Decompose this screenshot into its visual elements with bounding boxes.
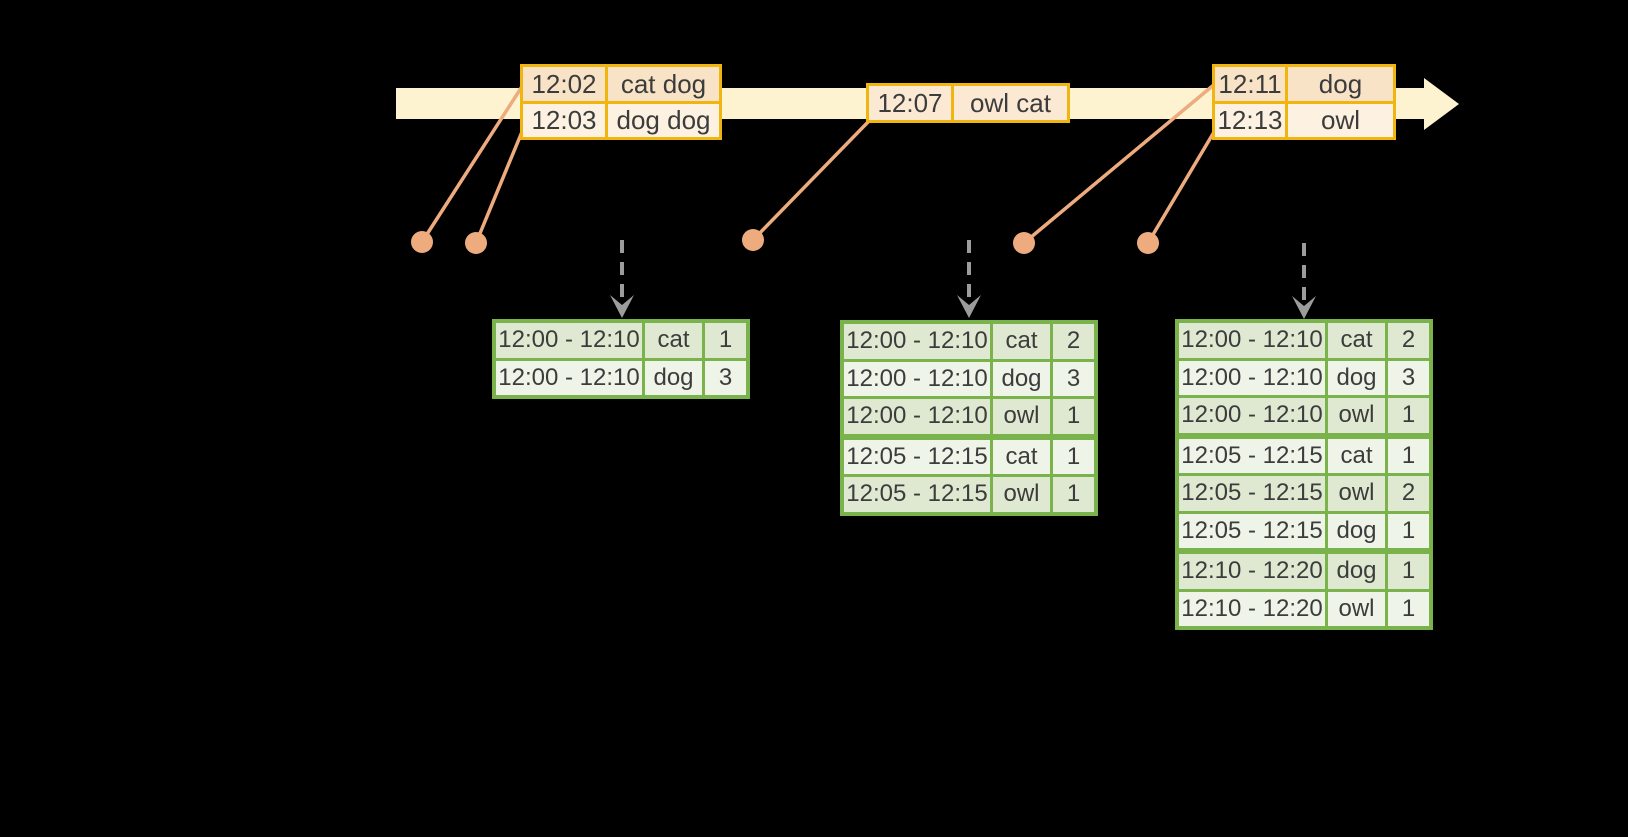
count-cell: 1 bbox=[705, 323, 746, 358]
word-cell: dog bbox=[1328, 513, 1385, 548]
word-cell: dog bbox=[1328, 554, 1385, 589]
count-cell: 1 bbox=[1388, 513, 1429, 548]
event-time-cell: 12:02 bbox=[523, 67, 605, 101]
count-cell: 1 bbox=[1388, 591, 1429, 626]
event-words-cell: owl cat bbox=[954, 86, 1067, 120]
event-words-cell: owl bbox=[1288, 103, 1393, 137]
event-connector-line bbox=[474, 126, 526, 244]
count-cell: 1 bbox=[1388, 398, 1429, 433]
event-dot-icon bbox=[411, 231, 433, 253]
event-words-cell: dog dog bbox=[608, 103, 719, 137]
event-connector-line bbox=[420, 84, 525, 243]
count-cell: 3 bbox=[1388, 360, 1429, 395]
count-cell: 2 bbox=[1388, 323, 1429, 358]
word-cell: cat bbox=[993, 439, 1050, 474]
word-cell: cat bbox=[1328, 438, 1385, 473]
window-cell: 12:05 - 12:15 bbox=[1179, 513, 1325, 548]
event-dot-icon bbox=[465, 232, 487, 254]
word-cell: cat bbox=[1328, 323, 1385, 358]
event-dot-icon bbox=[1137, 232, 1159, 254]
window-cell: 12:00 - 12:10 bbox=[496, 360, 642, 395]
window-cell: 12:00 - 12:10 bbox=[1179, 323, 1325, 358]
event-time-cell: 12:03 bbox=[523, 103, 605, 137]
window-cell: 12:10 - 12:20 bbox=[1179, 591, 1325, 626]
word-cell: owl bbox=[993, 477, 1050, 512]
event-dot-icon bbox=[1013, 232, 1035, 254]
count-cell: 2 bbox=[1053, 324, 1094, 359]
window-cell: 12:00 - 12:10 bbox=[844, 361, 990, 396]
event-connector-line bbox=[1146, 126, 1219, 244]
event-time-cell: 12:07 bbox=[869, 86, 951, 120]
event-words-cell: cat dog bbox=[608, 67, 719, 101]
trigger-arrow-icon bbox=[610, 240, 634, 318]
window-cell: 12:05 - 12:15 bbox=[844, 439, 990, 474]
trigger-arrow-icon bbox=[1292, 243, 1316, 319]
window-cell: 12:00 - 12:10 bbox=[1179, 398, 1325, 433]
window-cell: 12:05 - 12:15 bbox=[1179, 476, 1325, 511]
count-cell: 1 bbox=[1053, 477, 1094, 512]
word-cell: dog bbox=[993, 361, 1050, 396]
window-cell: 12:00 - 12:10 bbox=[844, 324, 990, 359]
count-cell: 2 bbox=[1388, 476, 1429, 511]
count-cell: 1 bbox=[1053, 439, 1094, 474]
event-words-cell: dog bbox=[1288, 67, 1393, 101]
word-cell: owl bbox=[993, 399, 1050, 434]
trigger-arrow-icon bbox=[957, 240, 981, 318]
event-dot-icon bbox=[742, 229, 764, 251]
count-cell: 1 bbox=[1388, 438, 1429, 473]
word-cell: cat bbox=[993, 324, 1050, 359]
word-cell: owl bbox=[1328, 398, 1385, 433]
count-cell: 3 bbox=[705, 360, 746, 395]
word-cell: dog bbox=[1328, 360, 1385, 395]
count-cell: 3 bbox=[1053, 361, 1094, 396]
word-cell: owl bbox=[1328, 476, 1385, 511]
window-cell: 12:05 - 12:15 bbox=[844, 477, 990, 512]
event-connector-line bbox=[751, 119, 871, 242]
count-cell: 1 bbox=[1388, 554, 1429, 589]
word-cell: owl bbox=[1328, 591, 1385, 626]
word-cell: cat bbox=[645, 323, 702, 358]
count-cell: 1 bbox=[1053, 399, 1094, 434]
window-cell: 12:00 - 12:10 bbox=[1179, 360, 1325, 395]
event-connector-line bbox=[1022, 81, 1218, 245]
window-cell: 12:00 - 12:10 bbox=[844, 399, 990, 434]
event-time-cell: 12:11 bbox=[1215, 67, 1285, 101]
timeline-arrowhead-icon bbox=[1424, 78, 1459, 130]
window-cell: 12:00 - 12:10 bbox=[496, 323, 642, 358]
window-cell: 12:05 - 12:15 bbox=[1179, 438, 1325, 473]
window-cell: 12:10 - 12:20 bbox=[1179, 554, 1325, 589]
event-time-cell: 12:13 bbox=[1215, 103, 1285, 137]
word-cell: dog bbox=[645, 360, 702, 395]
